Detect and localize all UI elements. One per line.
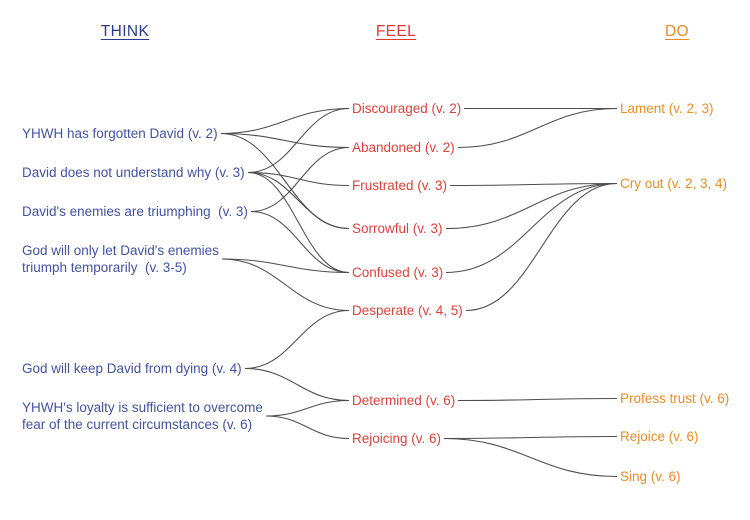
column-header-do: DO	[664, 23, 690, 40]
think-item-enemies-triumphing: David's enemies are triumphing (v. 3)	[22, 204, 248, 219]
column-header-feel: FEEL	[375, 23, 417, 40]
do-item-cry-out: Cry out (v. 2, 3, 4)	[620, 176, 728, 191]
feel-item-sorrowful: Sorrowful (v. 3)	[352, 221, 443, 236]
do-item-sing: Sing (v. 6)	[620, 469, 681, 484]
think-item-keep-from-dying: God will keep David from dying (v. 4)	[22, 361, 242, 376]
do-item-rejoice: Rejoice (v. 6)	[620, 429, 699, 444]
feel-item-confused: Confused (v. 3)	[352, 265, 444, 280]
feel-item-discouraged: Discouraged (v. 2)	[352, 101, 462, 116]
think-item-not-understand: David does not understand why (v. 3)	[22, 165, 245, 180]
do-item-lament: Lament (v. 2, 3)	[620, 101, 714, 116]
feel-item-frustrated: Frustrated (v. 3)	[352, 178, 448, 193]
think-item-forgotten: YHWH has forgotten David (v. 2)	[22, 126, 218, 141]
feel-item-rejoicing: Rejoicing (v. 6)	[352, 431, 442, 446]
column-header-think: THINK	[100, 23, 150, 40]
feel-item-determined: Determined (v. 6)	[352, 393, 456, 408]
feel-item-desperate: Desperate (v. 4, 5)	[352, 303, 463, 318]
think-item-triumph-temporarily: God will only let David's enemies triump…	[22, 243, 219, 275]
think-item-loyalty-sufficient: YHWH's loyalty is sufficient to overcome…	[22, 400, 263, 432]
do-item-profess-trust: Profess trust (v. 6)	[620, 391, 730, 406]
feel-item-abandoned: Abandoned (v. 2)	[352, 140, 455, 155]
